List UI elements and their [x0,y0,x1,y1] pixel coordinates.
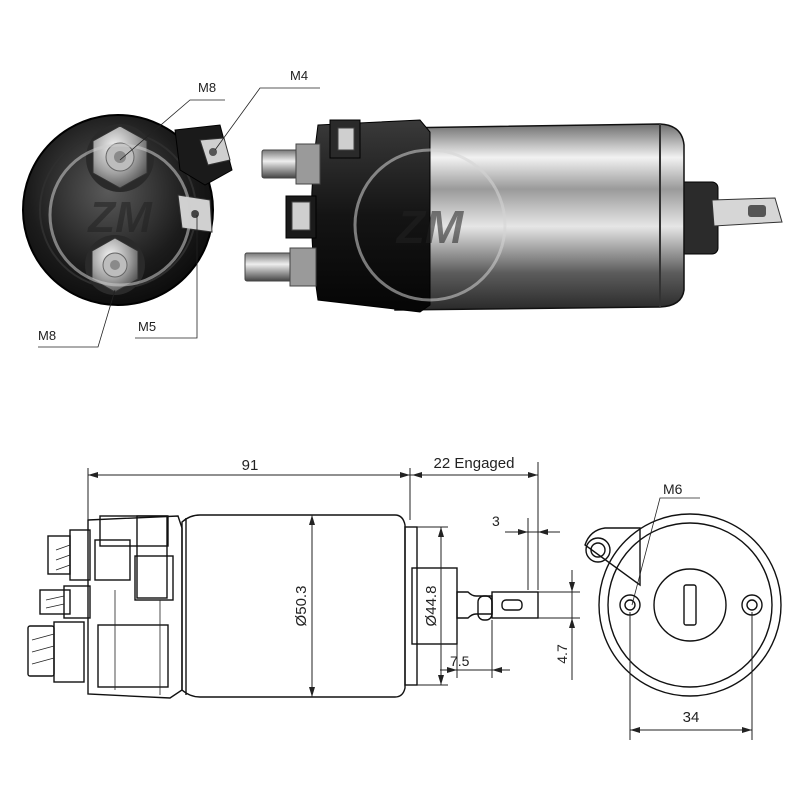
dim-travel-22-engaged: 22 Engaged [434,455,515,472]
watermark-text-2: ZM [395,201,465,253]
bottom-stud [85,235,145,295]
drawing-end-view [584,513,782,697]
dim-tab-height: 4.7 [554,644,570,664]
dim-body-diameter: Ø50.3 [293,586,310,627]
callout-m8-top: M8 [198,80,216,95]
dim-m6: M6 [663,481,683,497]
drawing-side-view [27,514,539,699]
dim-nose-diameter: Ø44.8 [423,586,440,627]
end-view-dims: M6 34 [629,481,753,740]
photo-callouts: M8 M4 M8 M5 [38,68,320,348]
top-stud [86,124,154,192]
watermark-logo-right: ZM [353,148,507,302]
callout-m4: M4 [290,68,308,83]
watermark-logo-left: ZM [48,143,192,287]
dim-pin-length: 7.5 [450,653,470,669]
watermark-text: ZM [86,193,153,242]
callout-m5: M5 [138,319,156,334]
photo-side-view: ZM [244,119,783,313]
dim-bolt-spacing: 34 [683,709,700,726]
dim-tab-offset-3: 3 [492,513,500,529]
photo-end-view: ZM [22,114,233,306]
callout-m8-bottom: M8 [38,328,56,343]
dimension-lines: 91 22 Engaged 3 Ø50.3 Ø44.8 7.5 [87,455,580,697]
dim-length-91: 91 [242,457,259,474]
